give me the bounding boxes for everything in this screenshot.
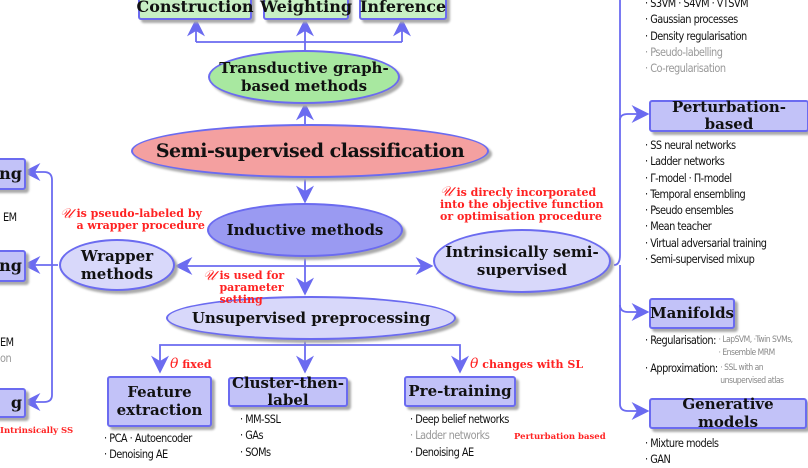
unsupervised-node: Unsupervised preprocessing [166, 296, 456, 340]
feature-extraction-list: PCA · AutoencoderDenoising AE [104, 430, 192, 463]
left-text-em1: EM [3, 210, 17, 224]
max-margin-list: S3VM · S4VM · ∇TSVMGaussian processesDen… [645, 0, 748, 76]
wrapper-note: 𝒰 is pseudo-labeled by a wrapper procedu… [60, 206, 205, 232]
intrinsically-ss-note: Intrinsically SS [0, 426, 74, 436]
intrinsic-node: Intrinsically semi-supervised [433, 229, 611, 293]
param-note: 𝒰 is used for parameter setting [203, 268, 285, 306]
inductive-node: Inductive methods [207, 203, 403, 257]
generative-box: Generative models [649, 396, 807, 430]
left-text-em2: EM [0, 335, 14, 349]
cluster-list: MM-SSLGAsSOMs [240, 411, 281, 460]
intrinsic-note: 𝒰 is direcly incorporated into the objec… [440, 184, 604, 223]
left-box-3: g [0, 388, 26, 418]
perturb-based-note: Perturbation based [514, 432, 606, 442]
perturbation-box: Perturbation-based [649, 98, 808, 133]
changes-note: θ changes with SL [470, 356, 584, 372]
manifolds-list: Regularisation: · LapSVM, ·Twin SVMs, · … [645, 334, 797, 388]
weighting-box: Weighting [260, 0, 352, 20]
pre-training-list: Deep belief networksLadder networksDenoi… [410, 411, 509, 460]
construction-box: Construction [137, 0, 254, 20]
left-text-on: on [0, 351, 12, 365]
wrapper-node: Wrapper methods [59, 239, 175, 291]
inference-box: Inference [359, 0, 447, 20]
manifolds-box: Manifolds [649, 298, 735, 329]
left-box-1: ng [0, 158, 26, 190]
cluster-then-label-box: Cluster-then-label [228, 374, 348, 409]
generative-list: Mixture modelsGAN [645, 435, 719, 468]
fixed-note: θ fixed [170, 356, 212, 372]
root-node: Semi-supervised classification [131, 124, 489, 178]
connector-arrows [22, 0, 650, 420]
left-box-2: ng [0, 250, 26, 282]
pre-training-box: Pre-training [404, 376, 516, 407]
feature-extraction-box: Feature extraction [107, 376, 212, 427]
transductive-node: Transductive graph-based methods [208, 50, 400, 104]
perturbation-list: SS neural networksLadder networksΓ-model… [645, 137, 767, 267]
